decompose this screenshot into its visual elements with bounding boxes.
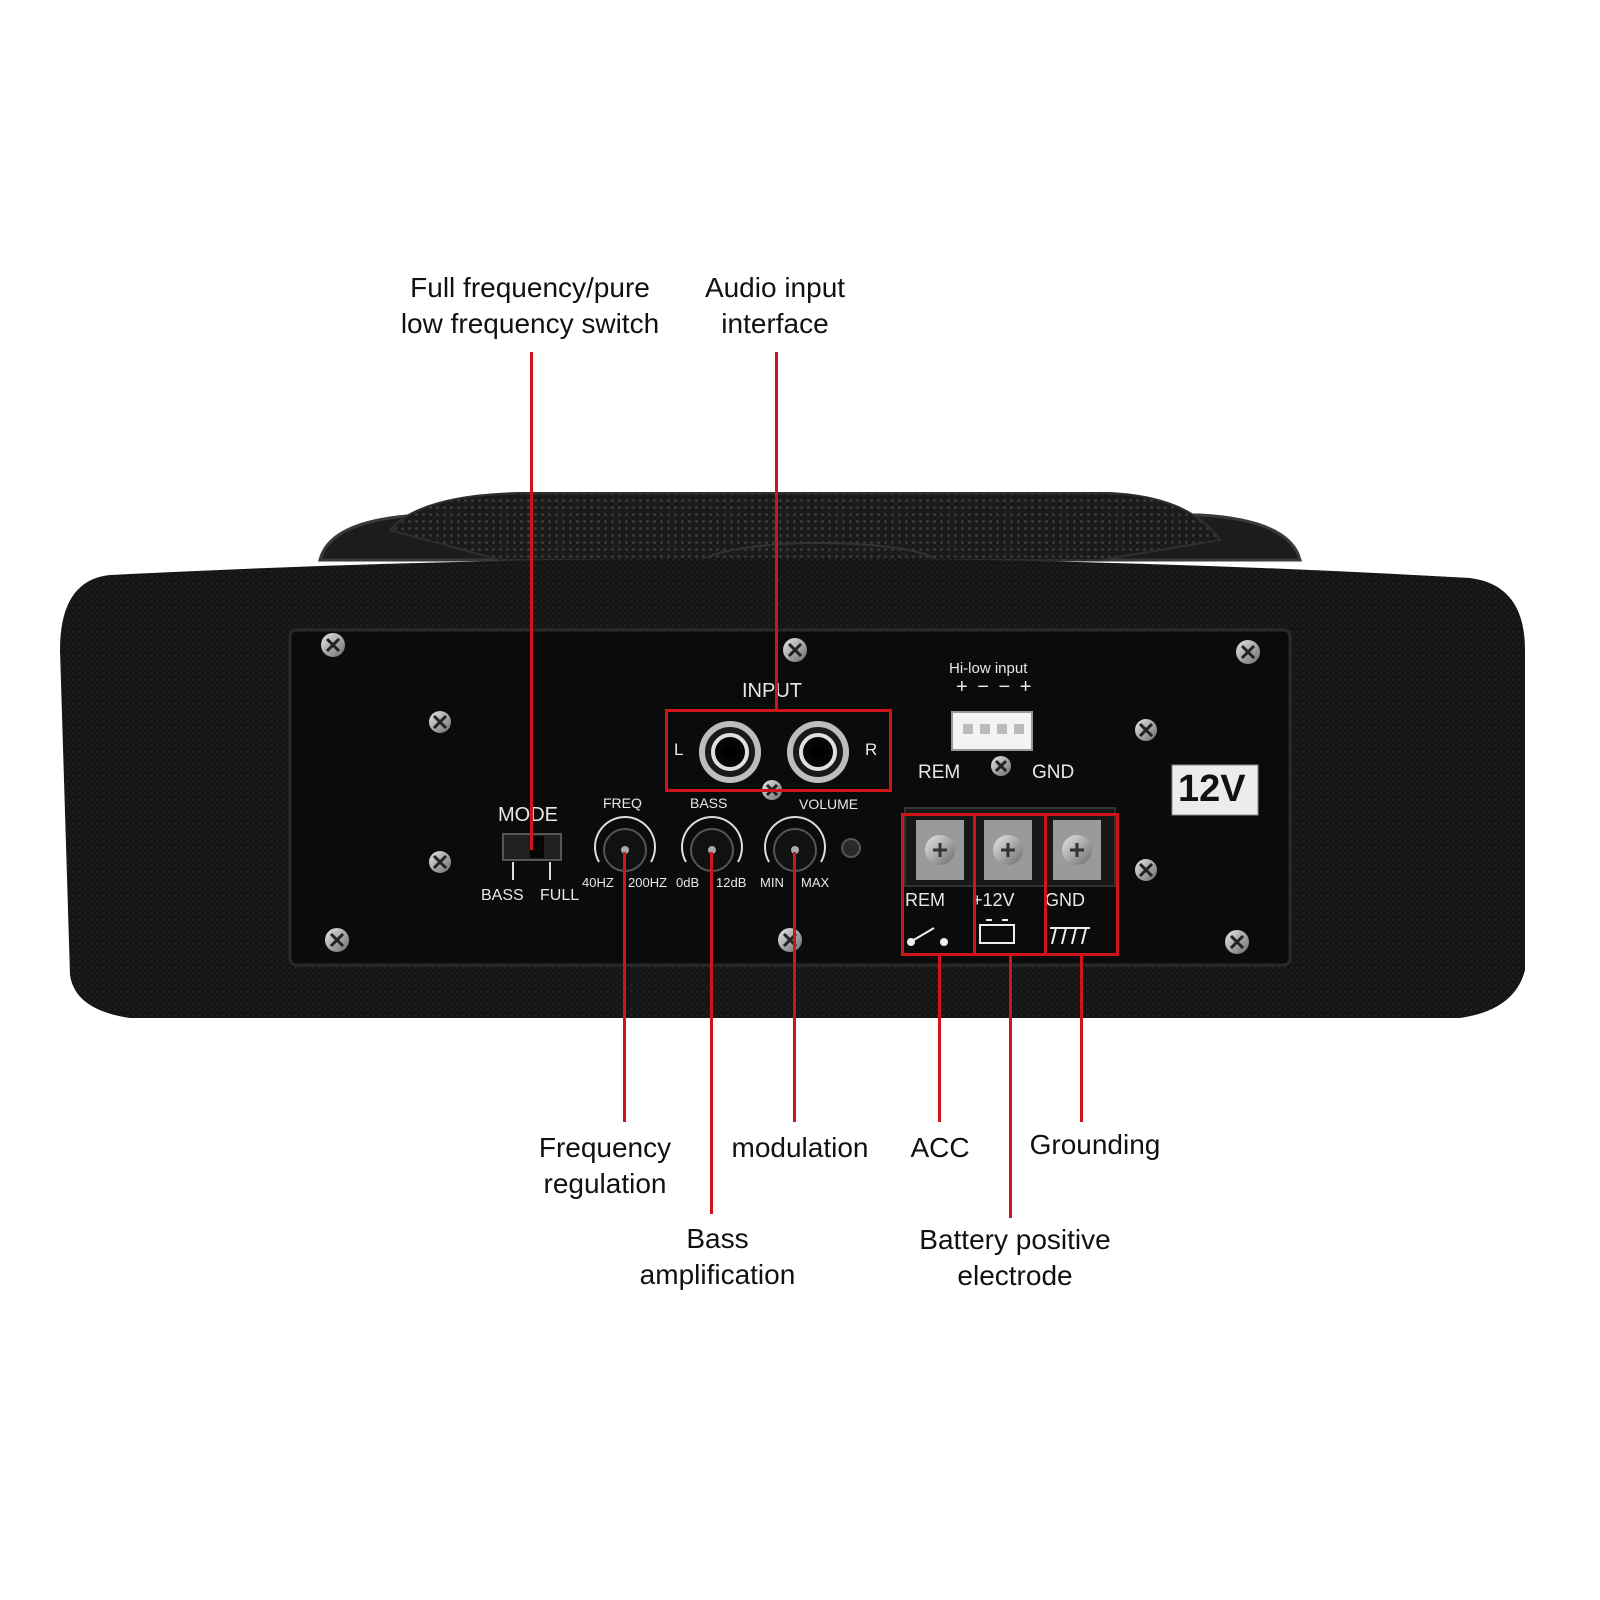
screw-icon [1135, 719, 1157, 741]
freq-min-label: 40HZ [582, 875, 614, 890]
gnd-highlight-box [1044, 813, 1119, 956]
leader-audio-input [775, 352, 778, 710]
bass-min-label: 0dB [676, 875, 700, 890]
leader-modulation [793, 852, 796, 1122]
input-left-label: L [674, 740, 684, 759]
screw-icon [778, 928, 802, 952]
voltage-badge [1171, 764, 1259, 816]
leader-acc [938, 954, 941, 1122]
panel-screws [321, 633, 1260, 954]
leader-frequency [623, 852, 626, 1122]
battery-icon [979, 919, 1015, 944]
terminal-gnd-label: GND [1045, 890, 1085, 910]
mode-label: MODE [498, 804, 558, 826]
rem-highlight-box [901, 813, 976, 956]
freq-max-label: 200HZ [628, 875, 668, 890]
screw-icon [321, 633, 345, 657]
input-label: INPUT [742, 680, 802, 702]
leader-bass [710, 852, 713, 1214]
freq-label: FREQ [603, 795, 642, 811]
volume-min-label: MIN [760, 875, 784, 890]
hilow-label: Hi-low input [949, 660, 1028, 677]
mode-bass-label: BASS [481, 887, 524, 904]
terminal-screw [916, 820, 964, 880]
volume-label: VOLUME [799, 796, 859, 812]
screw-icon [429, 851, 451, 873]
screw-icon [783, 638, 807, 662]
screw-icon [429, 711, 451, 733]
terminal-12v-label: +12V [972, 890, 1015, 910]
rca-jack-icon [699, 721, 761, 783]
annotation-modulation: modulation [731, 1132, 869, 1163]
input-right-label: R [865, 740, 878, 759]
gnd-top-label: GND [1032, 762, 1075, 783]
annotation-grounding: Grounding [1029, 1129, 1161, 1160]
rca-jack-icon [787, 721, 849, 783]
speaker-grille [388, 492, 1222, 561]
screw-icon [1236, 640, 1260, 664]
annotation-acc: ACC [910, 1132, 970, 1163]
screw-icon [325, 928, 349, 952]
bass-label: BASS [690, 795, 728, 811]
screw-icon [1135, 859, 1157, 881]
mode-full-label: FULL [540, 887, 580, 904]
terminal-screw [984, 820, 1032, 880]
input-highlight-box [665, 709, 892, 792]
leader-grounding [1080, 954, 1083, 1122]
hilow-polarity: + − − + [956, 676, 1034, 698]
power-led [841, 838, 861, 858]
terminal-screw [1053, 820, 1101, 880]
volume-max-label: MAX [801, 875, 830, 890]
voltage-badge-label: 12V [1178, 768, 1246, 810]
rem-top-label: REM [918, 762, 961, 783]
leader-battery [1009, 954, 1012, 1218]
screw-icon [1225, 930, 1249, 954]
screw-icon [991, 756, 1011, 776]
remote-switch-icon [907, 927, 948, 946]
leader-switch [530, 352, 533, 850]
bass-max-label: 12dB [716, 875, 747, 890]
12v-highlight-box [973, 813, 1047, 956]
ground-icon [1050, 927, 1090, 945]
terminal-rem-label: REM [905, 890, 945, 910]
